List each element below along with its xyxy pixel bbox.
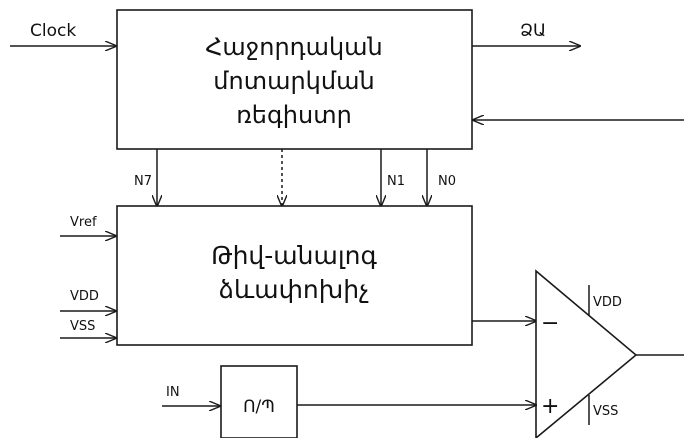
- in-label: IN: [166, 385, 180, 400]
- clock-label: Clock: [30, 21, 76, 41]
- vss-dac-label: VSS: [70, 319, 95, 334]
- sar-register-block: [116, 9, 473, 150]
- sar-title-line1: Հաջորդական: [205, 33, 383, 61]
- n0-label: N0: [438, 174, 456, 189]
- dac-title-line2: ձևափոխիչ: [219, 275, 369, 304]
- comparator-minus-sign: −: [541, 311, 559, 336]
- dac-title-line1: Թիվ-անալոգ: [211, 241, 377, 270]
- n7-label: N7: [134, 174, 152, 189]
- vss-comp-label: VSS: [593, 404, 618, 419]
- vdd-comp-label: VDD: [593, 295, 622, 310]
- n1-label: N1: [387, 174, 405, 189]
- dac-block: [116, 205, 473, 346]
- vdd-dac-label: VDD: [70, 289, 99, 304]
- vref-label: Vref: [70, 215, 97, 230]
- sar-title-line3: ռեգիստր: [236, 101, 352, 129]
- sar-title-line2: մոտարկման: [213, 67, 374, 95]
- comparator-triangle: [535, 269, 638, 438]
- sample-hold-label: Ո/Պ: [243, 397, 275, 417]
- sar-output-label: ՁԱ: [520, 21, 546, 41]
- sample-hold-block: [220, 365, 298, 438]
- comparator-plus-sign: +: [541, 394, 559, 419]
